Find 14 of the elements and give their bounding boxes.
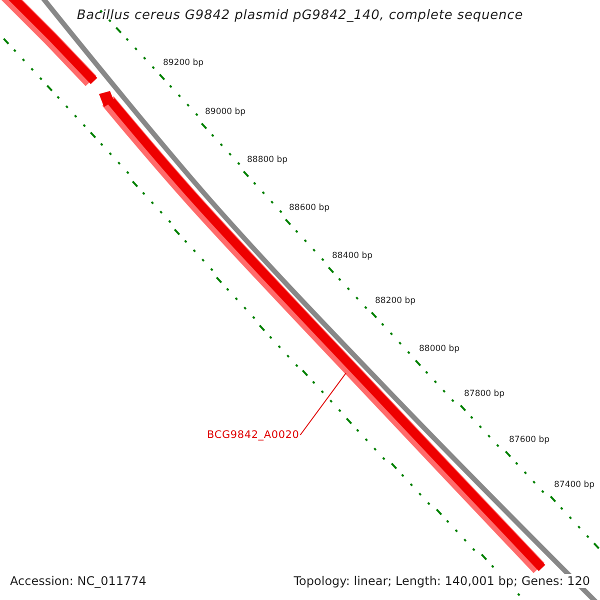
scale-label: 88600 bp [289,203,330,213]
scale-label: 88800 bp [247,155,288,165]
leader-line [300,372,346,436]
footer-text: Topology: linear; Length: 140,001 bp; Genes: 120 [294,574,590,588]
title: Bacillus cereus G9842 plasmid pG9842_140, complete sequence [76,8,524,23]
scale-label: 87400 bp [554,480,595,490]
scale-label: 87800 bp [464,389,505,399]
scale-label: 88000 bp [419,344,460,354]
scale-label: 88200 bp [375,296,416,306]
scale-label: 87600 bp [509,435,550,445]
scale-label: 88400 bp [332,251,373,261]
scale-label: 89000 bp [205,107,246,117]
scale-label: 89200 bp [163,58,204,68]
footer-text: Accession: NC_011774 [10,574,146,588]
